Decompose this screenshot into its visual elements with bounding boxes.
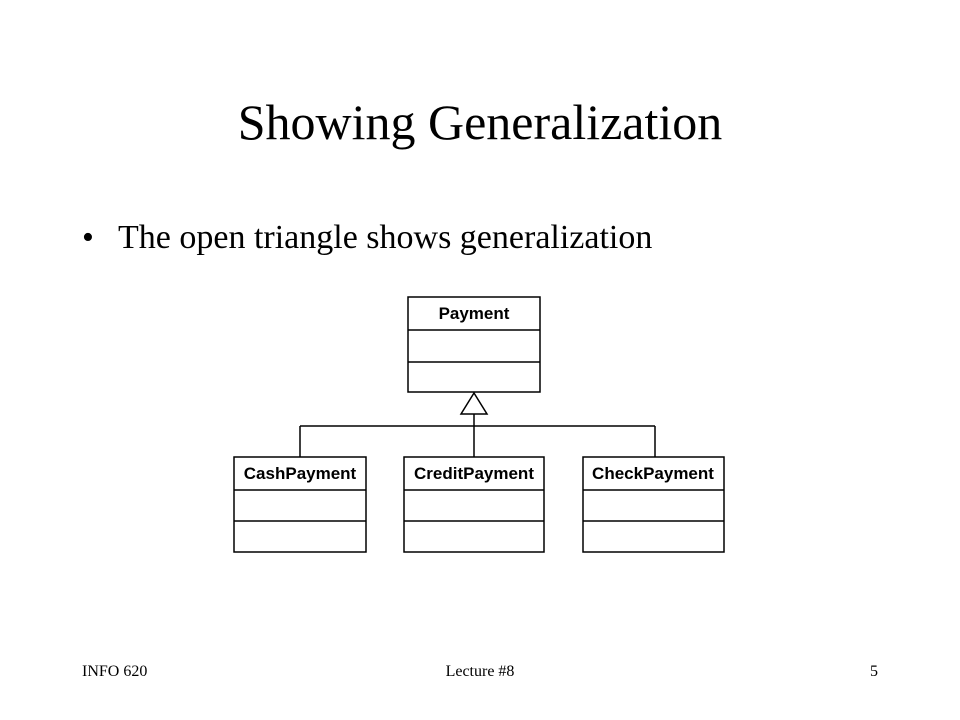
class-creditpayment [403,456,545,553]
class-payment [407,296,541,393]
footer-lecture: Lecture #8 [445,663,515,680]
bullet-text: The open triangle shows generalization [118,219,653,256]
bullet-marker: • [82,219,94,256]
class-name-checkpayment: CheckPayment [592,464,714,483]
class-name-payment: Payment [439,304,510,323]
bullet-item: • The open triangle shows generalization [82,218,652,259]
class-cashpayment [233,456,367,553]
class-checkpayment [582,456,725,553]
footer-page-number: 5 [870,663,878,680]
class-name-cashpayment: CashPayment [244,464,357,483]
footer-course: INFO 620 [82,663,148,680]
generalization-triangle [459,391,489,415]
generalization-connectors [299,414,656,457]
class-name-creditpayment: CreditPayment [414,464,534,483]
slide-title: Showing Generalization [237,94,723,150]
